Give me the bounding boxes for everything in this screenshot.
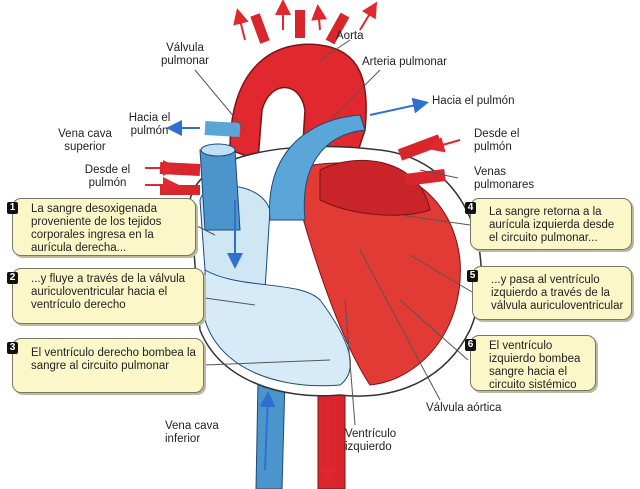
label-venas-pulmonares: Venas pulmonares <box>474 166 535 191</box>
step-box-1: 1 La sangre desoxigenada proveniente de l… <box>7 198 196 256</box>
step-number: 2 <box>7 272 18 284</box>
flow-arrows <box>145 0 461 484</box>
red-arrow <box>359 1 378 31</box>
step-text: ...y pasa al ventrículo izquierdo a trav… <box>491 274 624 312</box>
label-valvula-pulmonar: Válvula pulmonar <box>161 42 209 67</box>
left-atrium <box>319 159 431 216</box>
pulmonary-artery <box>269 114 366 221</box>
step-text: La sangre desoxigenada proveniente de lo… <box>31 203 162 254</box>
step-box-2: 2 ...y fluye a través de la válvula auric… <box>7 268 204 324</box>
aortic-branch <box>250 13 270 44</box>
step-box-5: 5 ...y pasa al ventrículo izquierdo a tra… <box>467 266 632 320</box>
label-ventriculo-izquierdo: Ventrículo izquierdo <box>345 428 397 453</box>
label-vena-cava-inferior: Vena cava inferior <box>165 420 219 445</box>
step-box-6: 6 El ventrículo izquierdo bombea sangre h… <box>465 335 596 391</box>
label-desde-el-pulmon-right: Desde el pulmón <box>474 128 520 153</box>
red-arrow <box>233 8 249 41</box>
step-number: 3 <box>7 342 18 354</box>
label-valvula-aortica: Válvula aórtica <box>426 402 502 414</box>
step-box-3: 3 El ventrículo derecho bombea la sangre … <box>7 338 204 393</box>
aortic-branch <box>325 12 350 45</box>
blue-arrow <box>369 97 429 116</box>
step-number: 4 <box>465 202 476 214</box>
label-desde-el-pulmon-left: Desde el pulmón <box>84 164 131 189</box>
pulmonary-vein <box>404 169 446 186</box>
step-box-4: 4 La sangre retorna a la aurícula izquier… <box>465 198 632 250</box>
red-arrow <box>428 137 461 153</box>
pulmonary-artery-left-branch <box>204 121 241 137</box>
step-text: El ventrículo izquierdo bombea sangre ha… <box>489 340 581 391</box>
label-aorta: Aorta <box>336 30 364 42</box>
leader-lines <box>194 39 473 426</box>
step-number: 1 <box>7 202 18 214</box>
step-text: ...y fluye a través de la válvula auricu… <box>31 273 186 311</box>
step-text: La sangre retorna a la aurícula izquierd… <box>489 206 615 244</box>
step-number: 6 <box>465 339 476 351</box>
vena-cava-inferior <box>255 379 286 489</box>
red-arrow <box>311 4 328 31</box>
step-number: 5 <box>467 270 478 282</box>
label-hacia-el-pulmon-right: Hacia el pulmón <box>432 95 515 107</box>
label-arteria-pulmonar: Arteria pulmonar <box>362 56 448 68</box>
blue-arrow <box>259 391 276 471</box>
step-text: El ventrículo derecho bombea la sangre a… <box>31 347 196 372</box>
vena-cava-opening <box>200 143 236 157</box>
label-hacia-el-pulmon-left: Hacia el pulmón <box>128 112 171 137</box>
label-vena-cava-superior: Vena cava superior <box>58 128 112 153</box>
